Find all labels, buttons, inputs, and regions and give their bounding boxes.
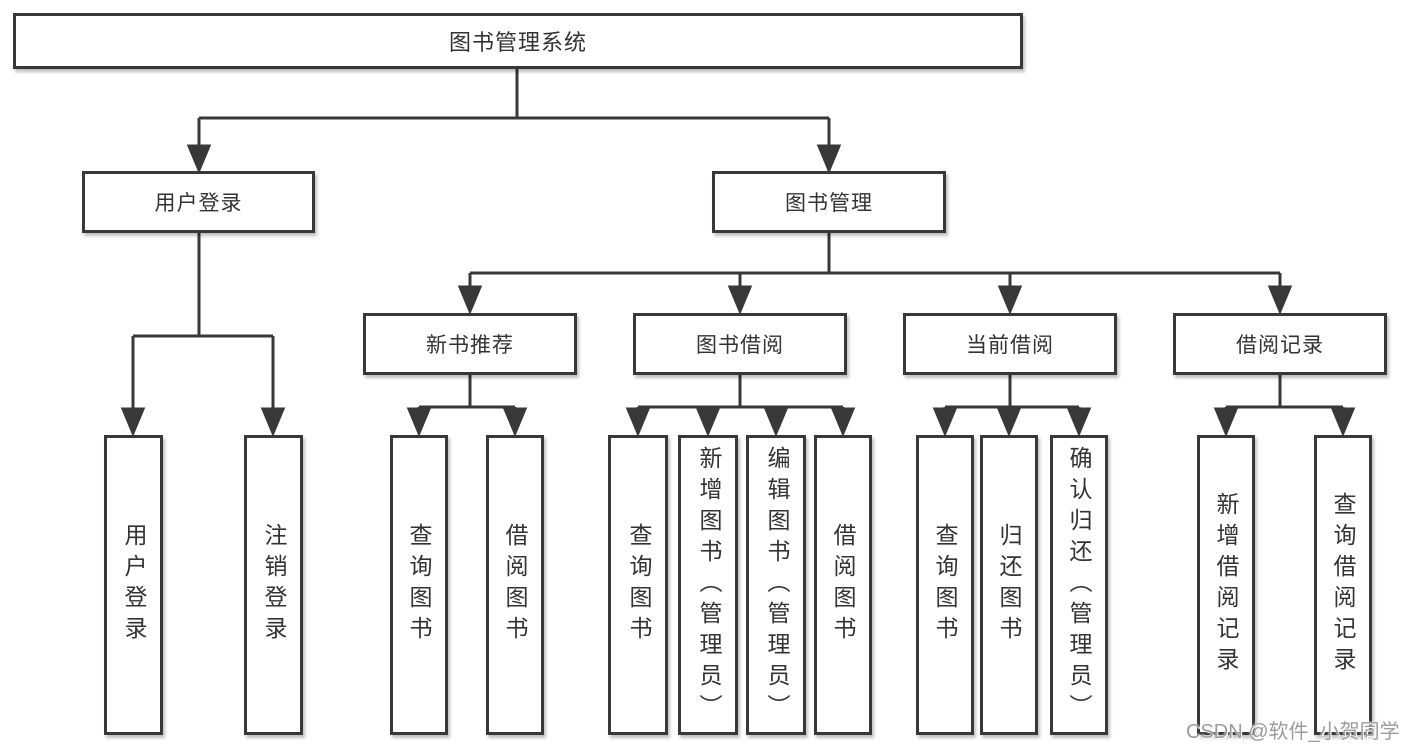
- node-new-book-recommend: 新书推荐: [363, 313, 577, 375]
- leaf-query-books-borrow: 查询图书: [608, 435, 668, 735]
- node-book-borrow: 图书借阅: [633, 313, 847, 375]
- node-current-borrow: 当前借阅: [903, 313, 1117, 375]
- connector-user-login-to-leaves: [120, 233, 286, 437]
- leaf-query-books-recommend: 查询图书: [390, 435, 448, 735]
- node-book-management: 图书管理: [712, 171, 946, 233]
- csdn-watermark: CSDN @软件_小贺同学: [1186, 721, 1400, 743]
- node-root-system: 图书管理系统: [13, 13, 1023, 69]
- connector-book-management-to-level3: [457, 233, 1293, 315]
- leaf-borrow-books: 借阅图书: [814, 435, 872, 735]
- leaf-user-login: 用户登录: [104, 435, 163, 735]
- connector-root-to-level2: [186, 69, 842, 174]
- connector-borrow-record-to-leaves: [1213, 375, 1356, 437]
- leaf-confirm-return-admin: 确认归还（管理员）: [1050, 435, 1108, 735]
- connector-new-book-to-leaves: [406, 375, 528, 437]
- node-borrow-record: 借阅记录: [1173, 313, 1387, 375]
- leaf-return-books: 归还图书: [980, 435, 1038, 735]
- node-user-login: 用户登录: [82, 171, 315, 233]
- leaf-query-books-current: 查询图书: [916, 435, 974, 735]
- connector-current-borrow-to-leaves: [932, 375, 1092, 437]
- leaf-query-borrow-record: 查询借阅记录: [1314, 435, 1372, 735]
- leaf-borrow-books-recommend: 借阅图书: [486, 435, 544, 735]
- leaf-add-borrow-record: 新增借阅记录: [1197, 435, 1255, 735]
- leaf-logout: 注销登录: [244, 435, 303, 735]
- leaf-add-books-admin: 新增图书（管理员）: [678, 435, 738, 735]
- leaf-edit-books-admin: 编辑图书（管理员）: [746, 435, 806, 735]
- connector-book-borrow-to-leaves: [625, 375, 856, 437]
